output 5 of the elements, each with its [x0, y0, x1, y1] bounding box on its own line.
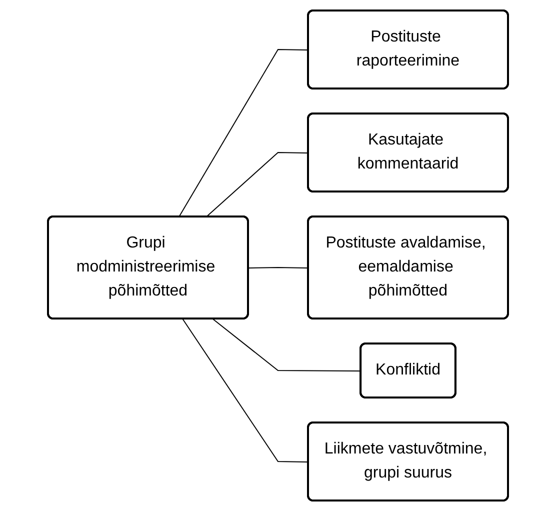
- connector: [205, 152, 308, 218]
- connector: [182, 318, 308, 462]
- connector: [178, 49, 308, 218]
- connector: [212, 318, 362, 372]
- connector: [248, 267, 308, 268]
